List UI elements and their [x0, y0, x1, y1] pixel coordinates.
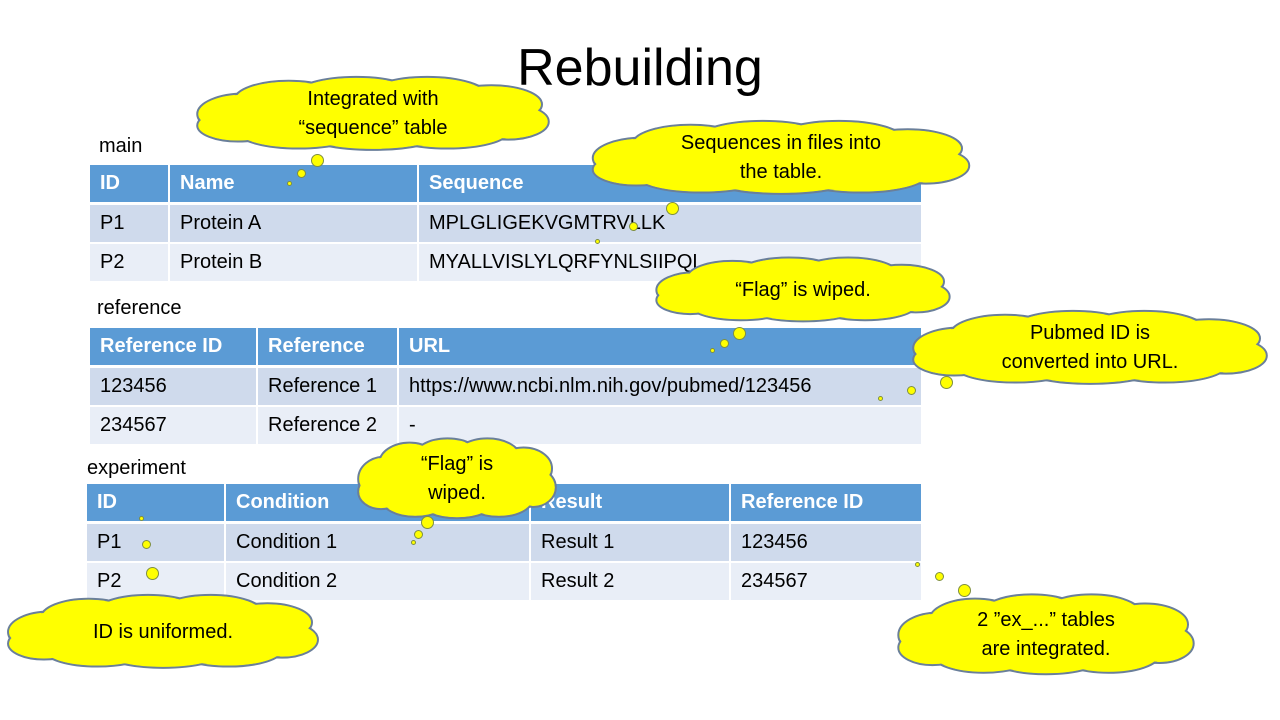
column-header: ID — [87, 484, 226, 524]
table-row: P1 Protein A MPLGLIGEKVGMTRVLLK — [90, 203, 921, 244]
callout-id-uniformed: ID is uniformed. — [7, 593, 319, 669]
table-cell: Reference 2 — [257, 406, 399, 446]
main-table-label: main — [99, 135, 143, 157]
callout-pubmed-url: Pubmed ID is converted into URL. — [912, 309, 1268, 385]
thought-bubble-dot — [733, 327, 746, 340]
column-header: Reference ID — [90, 328, 258, 368]
thought-bubble-dot — [935, 572, 944, 581]
table-row: 123456 Reference 1 https://www.ncbi.nlm.… — [90, 366, 921, 407]
callout-ex-tables-integrated: 2 ”ex_...” tables are integrated. — [897, 593, 1195, 676]
table-cell: P1 — [90, 203, 170, 244]
url-cell: https://www.ncbi.nlm.nih.gov/pubmed/1234… — [398, 366, 921, 407]
callout-text: “sequence” table — [298, 117, 448, 139]
thought-bubble-dot — [421, 516, 434, 529]
table-row: P1 Condition 1 Result 1 123456 — [87, 522, 921, 563]
callout-text: wiped. — [428, 482, 486, 504]
thought-bubble-dot — [915, 562, 920, 567]
thought-bubble-dot — [311, 154, 324, 167]
table-header-row: Reference ID Reference URL — [90, 328, 921, 368]
column-header: Result — [530, 484, 731, 524]
table-cell: Condition 2 — [225, 562, 531, 602]
callout-integrated-sequence: Integrated with “sequence” table — [196, 75, 550, 151]
column-header: Name — [169, 165, 419, 205]
table-cell: Result 1 — [530, 522, 731, 563]
reference-table-label: reference — [97, 297, 182, 319]
thought-bubble-dot — [666, 202, 679, 215]
thought-bubble-dot — [287, 181, 292, 186]
cloud-shape — [897, 593, 1195, 676]
cloud-shape — [196, 75, 550, 151]
callout-flag-wiped-experiment: “Flag” is wiped. — [357, 437, 557, 520]
reference-table: Reference ID Reference URL 123456 Refere… — [90, 328, 921, 446]
table-row: 234567 Reference 2 - — [90, 406, 921, 446]
column-header: URL — [398, 328, 921, 368]
callout-text: “Flag” is wiped. — [735, 278, 871, 301]
table-cell: Protein A — [169, 203, 419, 244]
thought-bubble-dot — [411, 540, 416, 545]
callout-text: Sequences in files into — [680, 132, 882, 154]
slide-title: Rebuilding — [517, 39, 763, 97]
callout-flag-wiped-reference: “Flag” is wiped. — [655, 256, 951, 323]
table-cell: P1 — [87, 522, 226, 563]
thought-bubble-dot — [595, 239, 600, 244]
thought-bubble-dot — [878, 396, 883, 401]
main-table: ID Name Sequence P1 Protein A MPLGLIGEKV… — [90, 165, 921, 283]
thought-bubble-dot — [629, 222, 638, 231]
callout-text: 2 ”ex_...” tables — [977, 609, 1115, 631]
table-cell: 123456 — [90, 366, 258, 407]
table-cell: Result 2 — [530, 562, 731, 602]
callout-text: Pubmed ID is — [1029, 322, 1151, 344]
table-cell: Reference 1 — [257, 366, 399, 407]
thought-bubble-dot — [142, 540, 151, 549]
callout-sequences-files: Sequences in files into the table. — [591, 119, 971, 195]
table-cell: 234567 — [730, 562, 921, 602]
table-cell: Condition 1 — [225, 522, 531, 563]
table-cell: 123456 — [730, 522, 921, 563]
thought-bubble-dot — [139, 516, 144, 521]
cloud-shape — [655, 256, 951, 323]
cloud-shape — [7, 593, 319, 669]
callout-text: ID is uniformed. — [92, 620, 234, 643]
table-cell: Protein B — [169, 243, 419, 283]
cloud-shape — [591, 119, 971, 195]
column-header: Reference — [257, 328, 399, 368]
thought-bubble-dot — [940, 376, 953, 389]
callout-text: Integrated with — [307, 88, 439, 110]
table-header-row: ID Name Sequence — [90, 165, 921, 205]
callout-text: are integrated. — [981, 638, 1111, 660]
thought-bubble-dot — [414, 530, 423, 539]
column-header: ID — [90, 165, 170, 205]
callout-text: the table. — [739, 161, 823, 183]
experiment-table-label: experiment — [87, 457, 186, 479]
thought-bubble-dot — [958, 584, 971, 597]
table-cell: P2 — [90, 243, 170, 283]
callout-text: converted into URL. — [1001, 351, 1179, 373]
thought-bubble-dot — [297, 169, 306, 178]
callout-text: “Flag” is — [420, 453, 494, 475]
thought-bubble-dot — [146, 567, 159, 580]
thought-bubble-dot — [720, 339, 729, 348]
table-cell: 234567 — [90, 406, 258, 446]
cloud-shape — [357, 437, 557, 520]
column-header: Reference ID — [730, 484, 921, 524]
thought-bubble-dot — [710, 348, 715, 353]
thought-bubble-dot — [907, 386, 916, 395]
cloud-shape — [912, 309, 1268, 385]
